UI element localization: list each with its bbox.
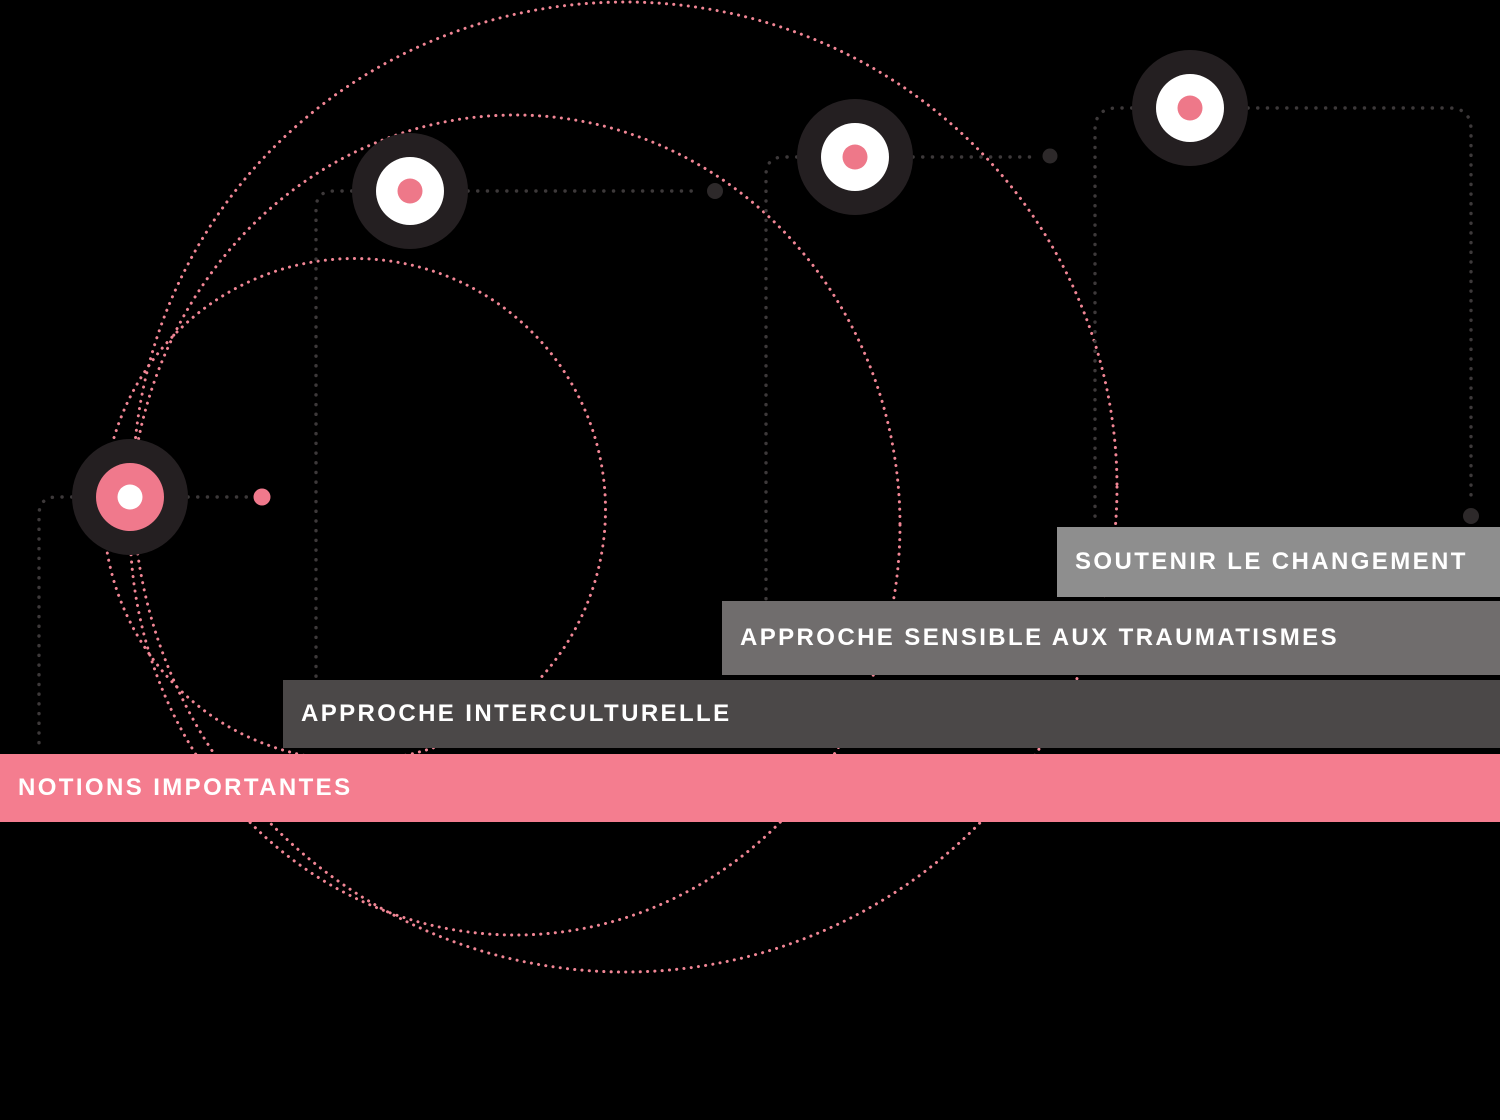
connector-paths [37, 106, 1473, 754]
bar-label-soutenir-le-changement: SOUTENIR LE CHANGEMENT [1075, 548, 1468, 575]
bar-label-approche-sensible: APPROCHE SENSIBLE AUX TRAUMATISMES [740, 624, 1339, 651]
connector-node4-down [37, 495, 132, 754]
end-dot-node2 [1042, 148, 1058, 164]
connector-node2-down [764, 155, 857, 601]
orbit-ring-outer [131, 0, 1119, 974]
connector-end-dots [253, 148, 1479, 524]
node-notions-importantes [72, 439, 188, 555]
node-center-dot [842, 144, 868, 170]
bar-approche-sensible-aux-traumatismes: APPROCHE SENSIBLE AUX TRAUMATISMES [722, 601, 1500, 675]
node-center-dot [117, 484, 143, 510]
bar-notions-importantes: NOTIONS IMPORTANTES [0, 754, 1500, 822]
node-center-dot [397, 178, 423, 204]
end-dot-node4-pink [253, 488, 271, 506]
orbit-nodes [72, 50, 1248, 555]
bar-label-approche-interculturelle: APPROCHE INTERCULTURELLE [301, 700, 732, 727]
connector-node3-down [1093, 106, 1192, 527]
node-center-dot [1177, 95, 1203, 121]
end-dot-node1 [707, 183, 723, 199]
connector-node1-down [314, 189, 412, 680]
orbit-rings [102, 0, 1119, 974]
connector-node3-right [1246, 106, 1473, 502]
node-approche-sensible [797, 99, 913, 215]
bar-approche-interculturelle: APPROCHE INTERCULTURELLE [283, 680, 1500, 748]
node-approche-interculturelle [352, 133, 468, 249]
bar-soutenir-le-changement: SOUTENIR LE CHANGEMENT [1057, 527, 1500, 597]
end-dot-node3 [1463, 508, 1479, 524]
bar-label-notions-importantes: NOTIONS IMPORTANTES [18, 774, 353, 801]
node-soutenir-changement [1132, 50, 1248, 166]
